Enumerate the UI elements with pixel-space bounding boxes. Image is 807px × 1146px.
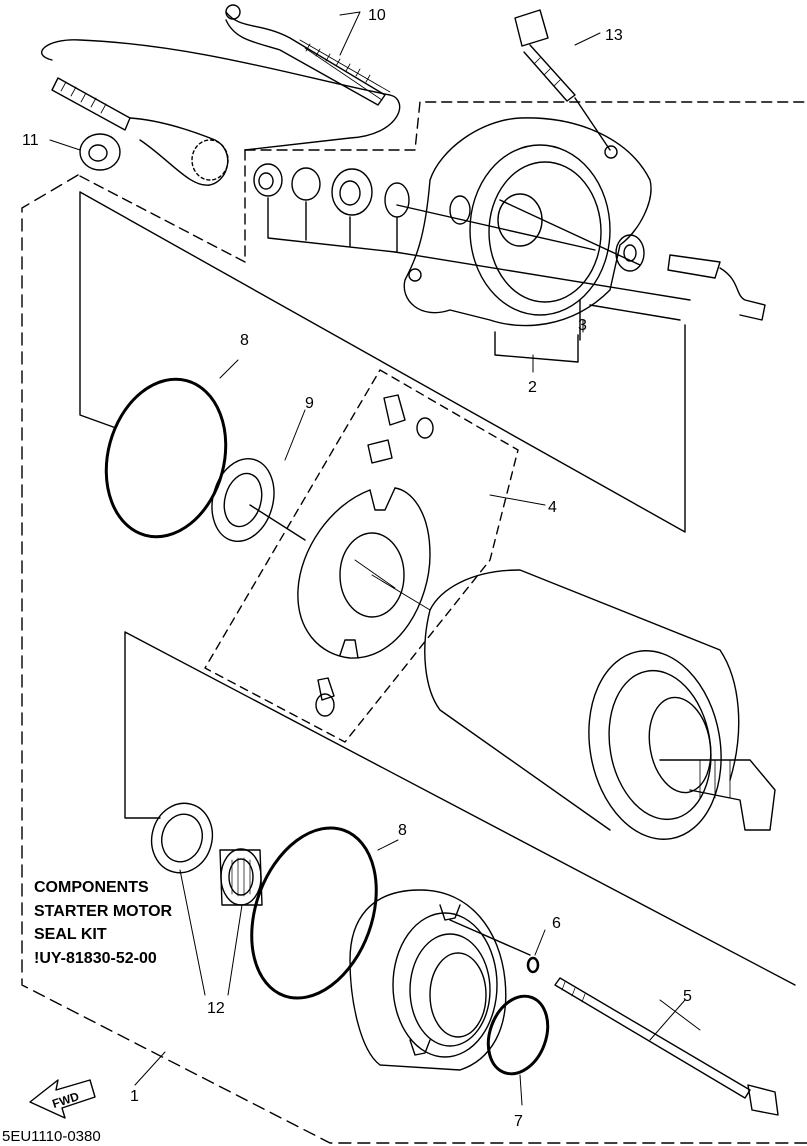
seal-part-11 (79, 133, 121, 171)
drawing-code: 5EU1110-0380 (2, 1128, 101, 1145)
terminal-bolt-part-10 (41, 4, 401, 151)
rear-cover-assembly (394, 117, 766, 363)
motor-yoke (424, 569, 776, 840)
callout-6: 6 (552, 915, 561, 932)
upper-frame-line (79, 191, 686, 533)
o-ring-part-8-lower (250, 826, 378, 1000)
callout-7: 7 (514, 1113, 523, 1130)
callout-8-upper: 8 (240, 332, 249, 349)
brush-plate-part-4 (297, 394, 434, 717)
fwd-label: FWD (51, 1089, 82, 1111)
note-line-part-number: !UY-81830-52-00 (34, 949, 157, 967)
callout-13: 12 (207, 1000, 225, 1017)
note-line-seal-kit: SEAL KIT (34, 926, 107, 943)
callout-1: 1 (130, 1088, 139, 1105)
o-ring-part-7 (486, 994, 550, 1076)
callout-10: 10 (368, 7, 386, 24)
note-line-starter-motor: STARTER MOTOR (34, 902, 173, 920)
washer-set (253, 163, 410, 253)
brush-plate-boundary-dashed (204, 369, 519, 743)
top-dashed-boundary (244, 101, 807, 151)
washer-part-9 (211, 457, 306, 543)
callout-11: 11 (22, 132, 39, 149)
assembly-boundary-dashed (21, 174, 807, 1144)
brush-holder-boundary-dashed (77, 149, 246, 263)
lower-frame-line (124, 631, 796, 986)
callout-3: 3 (578, 317, 587, 334)
note-line-components: COMPONENTS (34, 879, 149, 896)
front-cover (349, 889, 531, 1071)
fwd-arrow-icon (29, 1079, 96, 1119)
oil-seal (150, 802, 214, 874)
o-ring-part-8-upper (104, 377, 228, 539)
callout-9: 9 (305, 395, 314, 412)
callout-4: 4 (548, 499, 557, 516)
long-bolt-part-5 (554, 977, 779, 1116)
callout-5: 5 (683, 988, 692, 1005)
callout-12: 13 (605, 27, 623, 44)
callout-8-lower: 8 (398, 822, 407, 839)
o-ring-part-6 (526, 956, 540, 974)
callout-2: 2 (528, 379, 537, 396)
leader-lines (49, 11, 701, 1106)
seal-kit-note: COMPONENTS STARTER MOTOR SEAL KIT !UY-81… (34, 876, 172, 970)
terminal-bolt-left (51, 77, 229, 186)
bolt-part-12 (514, 9, 611, 151)
needle-bearing (219, 848, 263, 906)
